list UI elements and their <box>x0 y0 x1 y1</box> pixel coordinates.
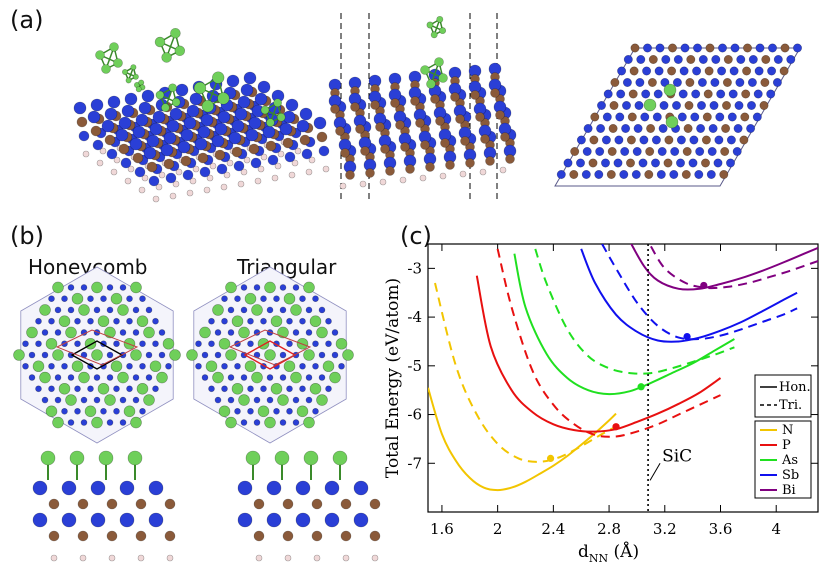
y-tick-label: -4 <box>407 308 422 326</box>
series-line-p-triangular <box>496 248 721 438</box>
series-line-p-honeycomb <box>475 275 722 433</box>
style-legend-box <box>754 374 812 418</box>
triangular-top-illustration <box>186 266 354 444</box>
min-marker-sb <box>683 332 691 341</box>
series-line-n-honeycomb <box>428 387 617 492</box>
x-tick-label: 3.2 <box>653 520 677 538</box>
x-tick-label: 2.8 <box>597 520 621 538</box>
sic-pointer <box>649 463 661 481</box>
x-axis-label-main: d <box>578 542 589 562</box>
adatom-clusters-illustration <box>95 15 448 127</box>
min-marker-n <box>546 454 555 462</box>
series-line-as-honeycomb <box>513 253 735 396</box>
legend-label-n: N <box>782 423 793 438</box>
x-tick-label: 1.6 <box>430 520 454 538</box>
minimum-markers <box>546 281 708 462</box>
plot-frame <box>427 243 819 513</box>
y-axis-label: Total Energy (eV/atom) <box>383 278 403 478</box>
slab-top-illustration <box>554 43 802 187</box>
legend-label-p: P <box>782 438 791 453</box>
min-marker-p <box>612 423 620 431</box>
slab-side-illustration <box>328 13 517 202</box>
triangular-title: Triangular <box>237 255 337 279</box>
axis-ticks: 1.6 2 2.4 2.8 3.2 3.6 4 -7 -6 -5 -4 -3 <box>407 244 818 538</box>
x-tick-label: 2 <box>493 520 503 538</box>
panel-a-label: (a) <box>10 6 44 34</box>
style-legend-label: Tri. <box>779 398 802 413</box>
y-tick-label: -6 <box>407 406 422 424</box>
x-tick-label: 3.6 <box>709 520 733 538</box>
series-line-sb-honeycomb <box>580 248 798 343</box>
style-legend: Hon. Tri. <box>754 374 812 418</box>
min-marker-bi <box>700 281 708 290</box>
min-marker-as <box>637 383 645 391</box>
x-axis-label-unit: (Å) <box>608 541 639 562</box>
style-legend-label: Hon. <box>779 380 811 395</box>
panel-c-label: (c) <box>400 222 432 250</box>
slab-perspective-illustration <box>73 71 330 203</box>
x-axis-label-sub: NN <box>589 552 609 565</box>
series-line-as-triangular <box>534 248 735 375</box>
legend-label-sb: Sb <box>782 468 799 483</box>
series-line-n-triangular <box>434 282 617 463</box>
legend-label-bi: Bi <box>782 483 796 498</box>
y-tick-label: -7 <box>407 454 422 472</box>
legend-label-as: As <box>781 453 798 468</box>
y-tick-label: -3 <box>407 259 422 277</box>
series-curves <box>428 244 818 492</box>
honeycomb-side-illustration <box>32 450 176 562</box>
series-line-bi-triangular <box>650 245 818 290</box>
x-tick-label: 2.4 <box>541 520 565 538</box>
series-line-bi-honeycomb <box>630 244 818 291</box>
sic-label: SiC <box>662 446 692 466</box>
triangular-side-illustration <box>237 450 381 562</box>
series-line-sb-triangular <box>601 244 798 341</box>
y-tick-label: -5 <box>407 357 422 375</box>
honeycomb-top-illustration <box>13 266 181 444</box>
panel-b-label: (b) <box>10 222 44 250</box>
x-tick-label: 4 <box>771 520 781 538</box>
x-axis-label: dNN (Å) <box>578 541 639 565</box>
